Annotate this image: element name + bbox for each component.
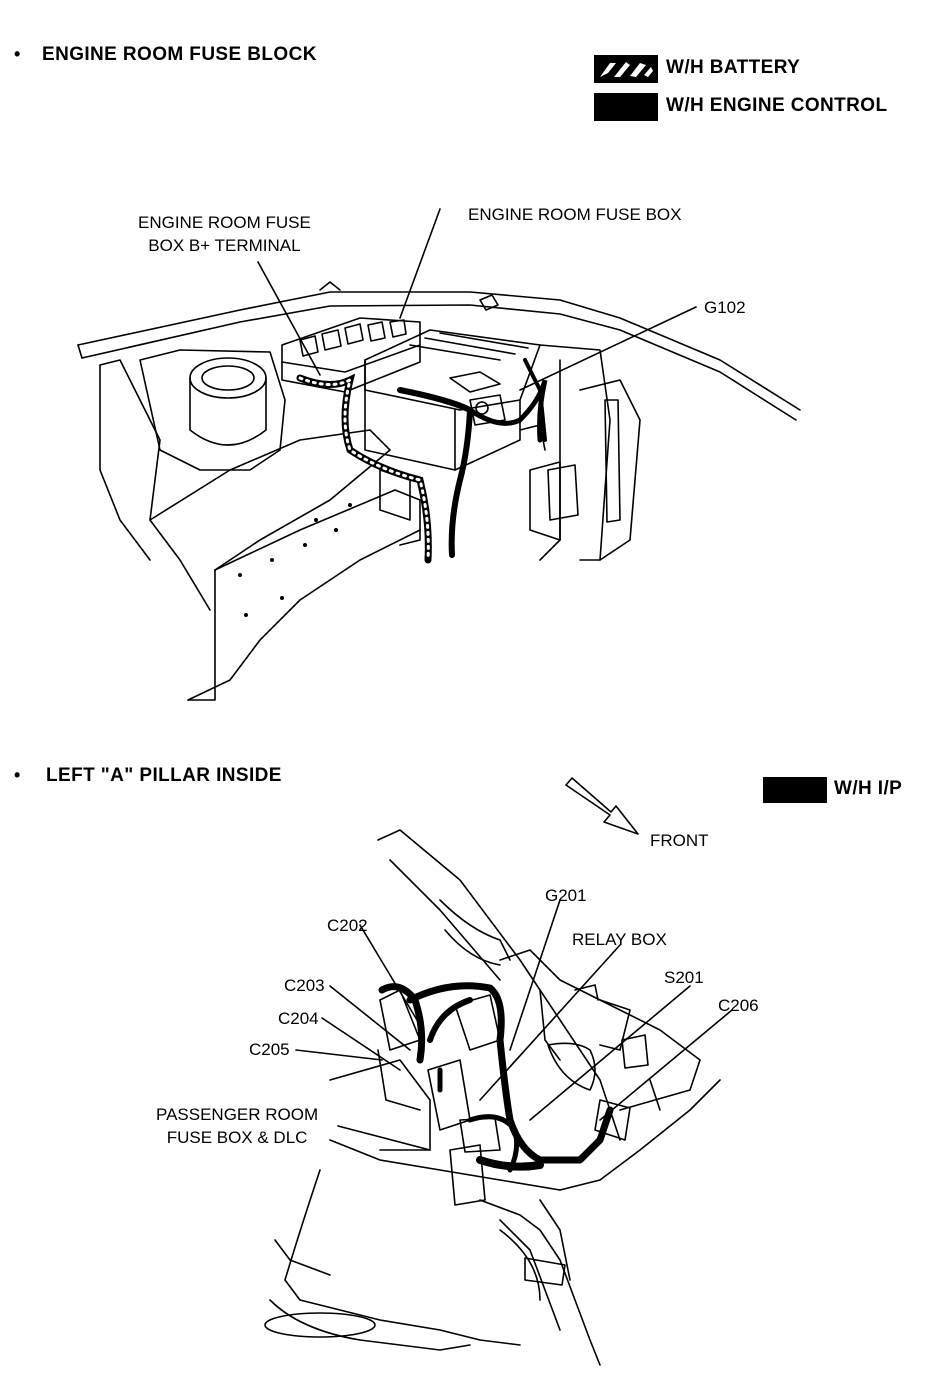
section1-title: ENGINE ROOM FUSE BLOCK (42, 44, 317, 65)
callout-c205: C205 (249, 1040, 290, 1059)
legend-ip-label: W/H I/P (834, 778, 903, 799)
callout-s201: S201 (664, 968, 704, 987)
section1-bullet: • (14, 44, 21, 64)
callout-passenger-fuse-box: PASSENGER ROOM FUSE BOX & DLC (156, 1103, 318, 1149)
callout-passenger-line1: PASSENGER ROOM (156, 1105, 319, 1124)
callout-c206: C206 (718, 996, 759, 1015)
direction-front-label: FRONT (650, 831, 709, 850)
engine-room-illustration (77, 208, 801, 701)
legend-ip-swatch (763, 777, 827, 803)
legend-battery-label: W/H BATTERY (666, 57, 801, 78)
legend-engine-control-swatch (594, 93, 658, 121)
front-arrow-icon (565, 777, 639, 835)
callout-c204: C204 (278, 1009, 319, 1028)
section2-bullet: • (14, 765, 21, 785)
callout-fuse-box-terminal: ENGINE ROOM FUSE BOX B+ TERMINAL (138, 211, 311, 257)
callout-relay-box: RELAY BOX (572, 930, 667, 949)
section2-title: LEFT "A" PILLAR INSIDE (46, 765, 282, 786)
callout-g201: G201 (545, 886, 587, 905)
callout-g102: G102 (704, 298, 746, 317)
legend-battery-swatch (594, 55, 658, 83)
callout-fuse-box-terminal-line1: ENGINE ROOM FUSE (138, 213, 311, 232)
legend-engine-control-label: W/H ENGINE CONTROL (666, 95, 888, 116)
callout-c202: C202 (327, 916, 368, 935)
callout-engine-room-fuse-box: ENGINE ROOM FUSE BOX (468, 205, 682, 224)
callout-passenger-line2: FUSE BOX & DLC (166, 1128, 308, 1147)
callout-c203: C203 (284, 976, 325, 995)
callout-fuse-box-terminal-line2: BOX B+ TERMINAL (148, 236, 301, 255)
